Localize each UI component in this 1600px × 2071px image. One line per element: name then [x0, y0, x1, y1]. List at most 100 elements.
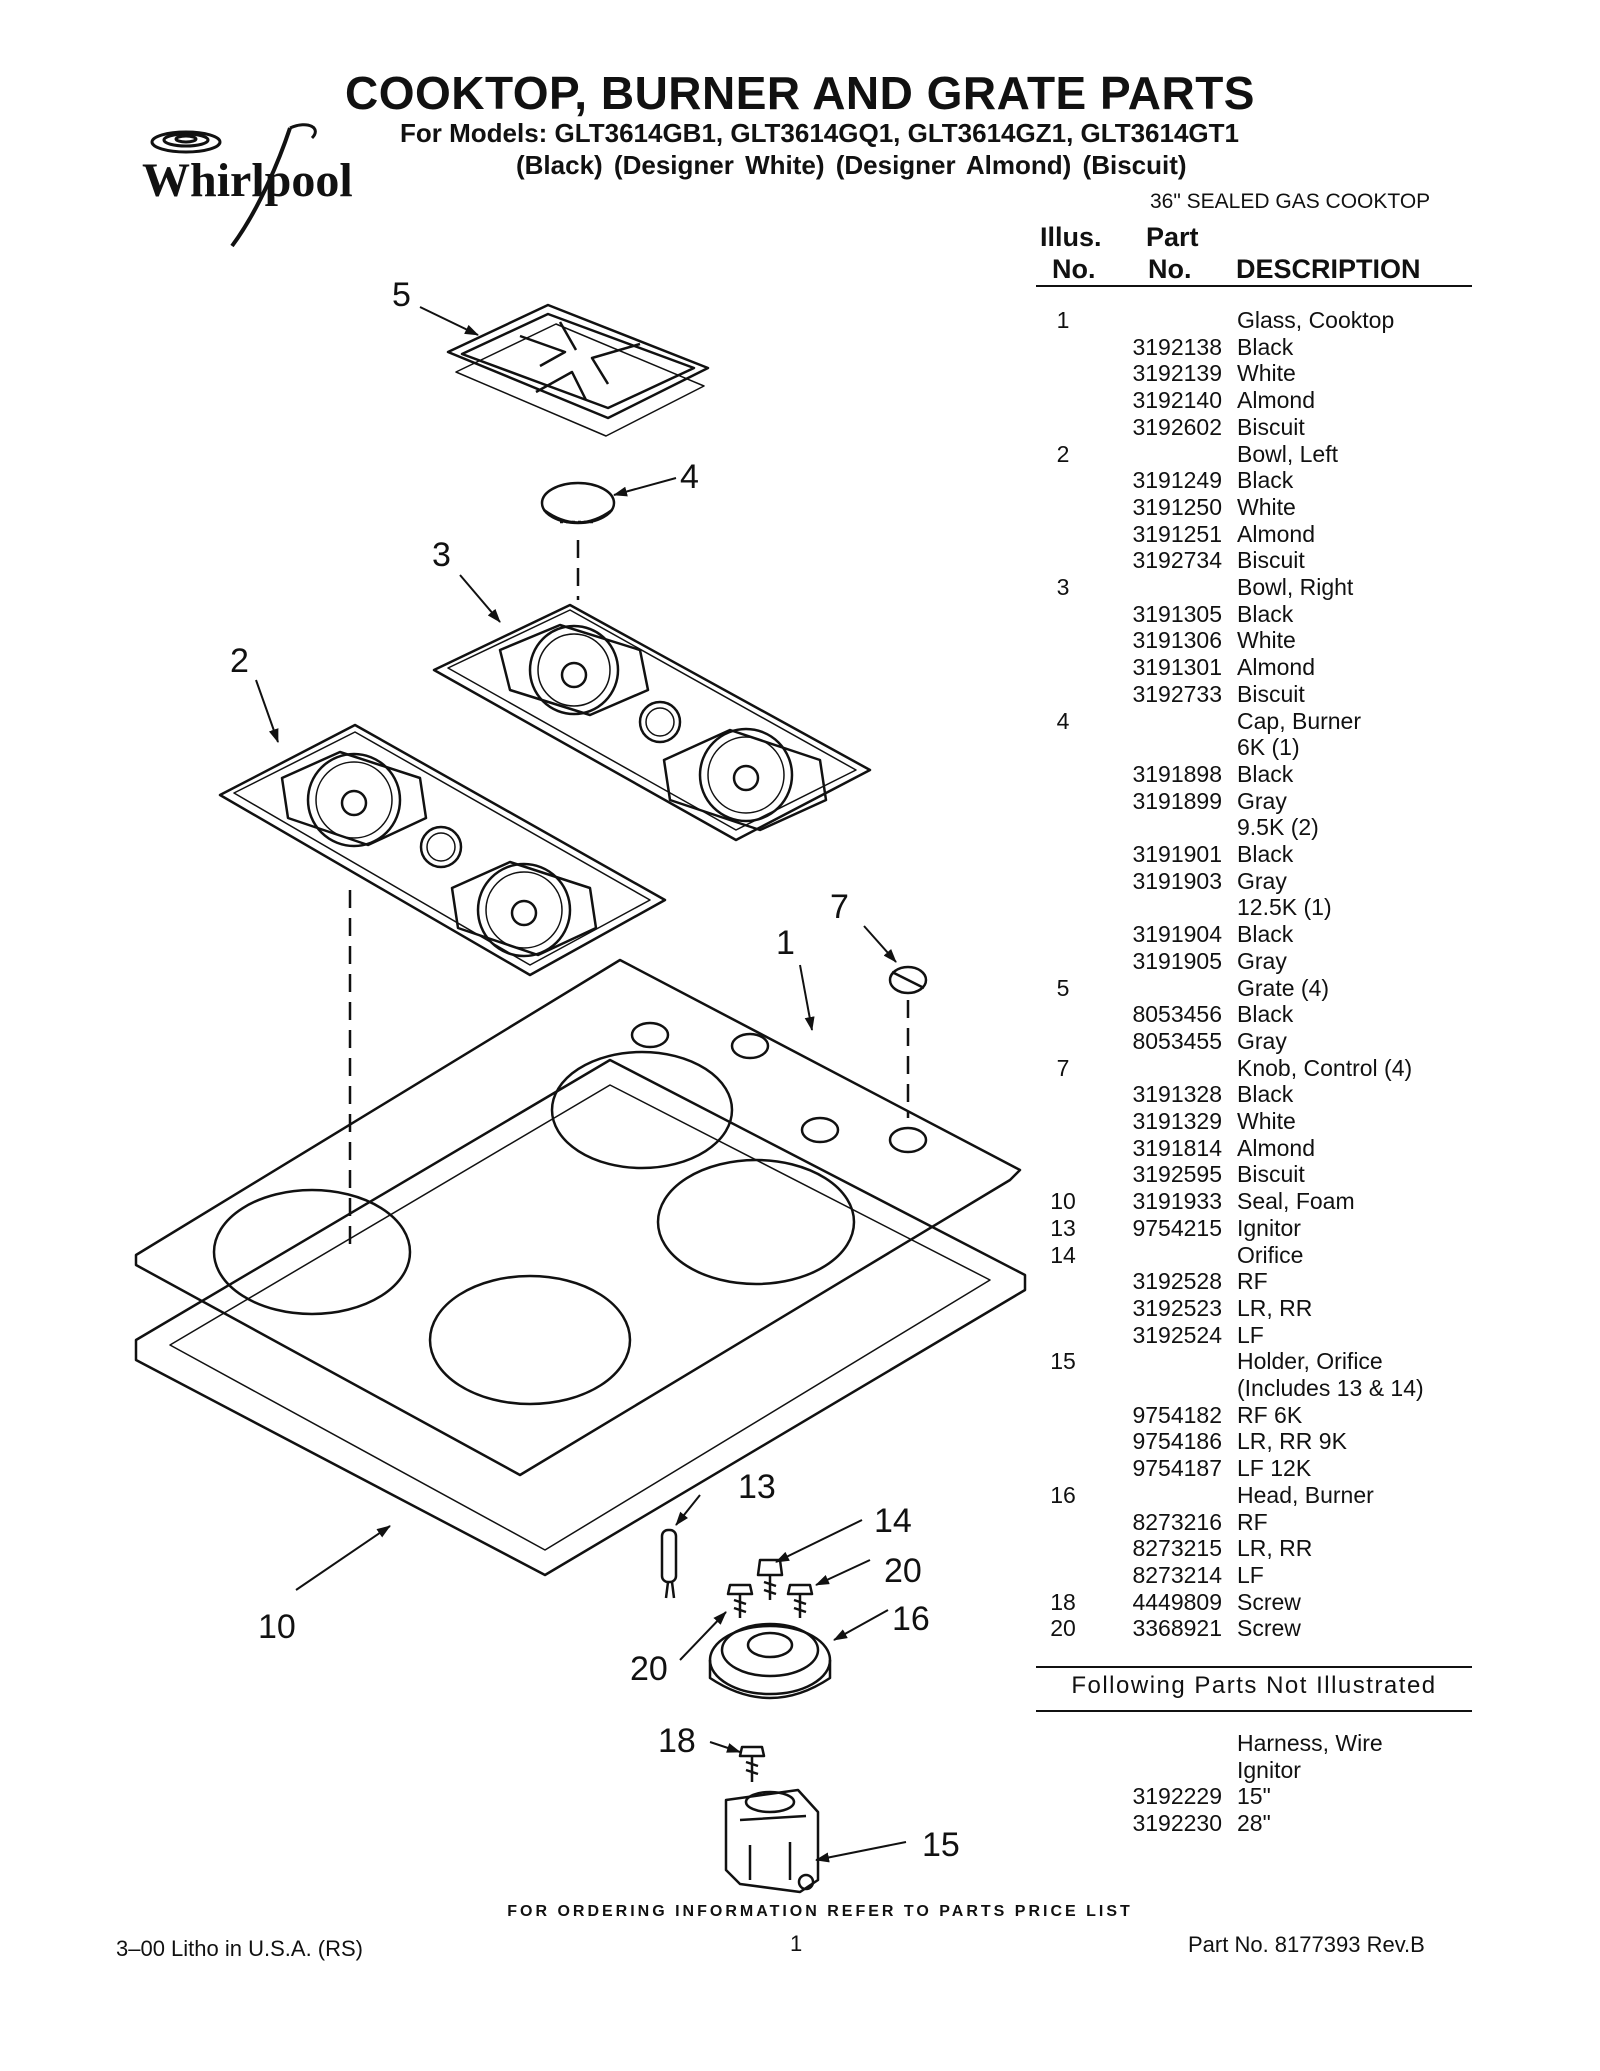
part-description: Gray — [1237, 947, 1287, 974]
illus-number — [1040, 948, 1086, 974]
part-number: 3192524 — [1132, 1321, 1222, 1348]
part-description: 12.5K (1) — [1237, 894, 1332, 921]
ignitor-drawing — [660, 1528, 678, 1599]
illus-number: 3 — [1056, 574, 1070, 600]
part-description: Glass, Cooktop — [1237, 307, 1395, 333]
illus-number — [1040, 921, 1086, 947]
illus-number: 15 — [1050, 1348, 1076, 1375]
part-number: 3192734 — [1132, 547, 1222, 574]
illus-number: 18 — [1050, 1588, 1076, 1615]
part-description: Black — [1237, 841, 1294, 867]
part-description: LF 12K — [1237, 1455, 1312, 1482]
part-number — [1122, 1242, 1222, 1268]
part-number: 3192595 — [1132, 1161, 1222, 1188]
finishes-line: (Black) (Designer White) (Designer Almon… — [516, 150, 1187, 180]
illus-number: 4 — [1056, 707, 1070, 734]
part-number — [1122, 894, 1222, 920]
part-description: 28" — [1237, 1810, 1271, 1837]
screw-18-drawing — [738, 1745, 766, 1782]
illus-number: 1 — [1056, 307, 1070, 333]
part-number — [1122, 1375, 1222, 1401]
product-line: 36" SEALED GAS COOKTOP — [1150, 190, 1431, 213]
illus-number — [1040, 1509, 1086, 1535]
illus-number — [1040, 814, 1086, 840]
part-description: White — [1237, 360, 1296, 387]
not-illustrated-title: Following Parts Not Illustrated — [1071, 1672, 1437, 1699]
part-number: 8273214 — [1132, 1561, 1222, 1588]
part-description: White — [1237, 493, 1296, 520]
callout-label: 18 — [658, 1722, 696, 1760]
part-number: 3191903 — [1132, 867, 1222, 894]
header-description: DESCRIPTION — [1236, 254, 1421, 284]
foam-seal-drawing — [134, 1058, 1027, 1577]
section-rule-bottom — [1036, 1710, 1472, 1712]
screws-drawing — [726, 1558, 814, 1618]
header-illus: Illus. — [1040, 222, 1102, 252]
part-number: 3191901 — [1132, 841, 1222, 867]
illus-number — [1040, 601, 1086, 627]
part-description: Screw — [1237, 1588, 1301, 1615]
part-number: 3191904 — [1132, 921, 1222, 948]
callout-label: 14 — [874, 1502, 912, 1540]
callout-label: 15 — [922, 1826, 960, 1864]
part-description: Gray — [1237, 787, 1287, 814]
illus-number: 7 — [1056, 1054, 1070, 1081]
part-number: 3191251 — [1132, 520, 1222, 547]
part-number: 3192230 — [1132, 1810, 1222, 1837]
illus-number — [1040, 1081, 1086, 1107]
part-number — [1122, 708, 1222, 734]
grate-drawing — [446, 303, 710, 437]
part-number: 3192139 — [1132, 360, 1222, 387]
part-description: Black — [1237, 1081, 1294, 1108]
part-number — [1122, 1757, 1222, 1783]
exploded-diagram: 5 4 3 2 7 1 13 14 20 16 10 20 18 15 — [134, 276, 1027, 1894]
left-bowl-drawing — [218, 723, 667, 1250]
part-description: Ignitor — [1237, 1214, 1301, 1241]
part-number — [1122, 814, 1222, 840]
callout-label: 4 — [680, 458, 699, 496]
part-number — [1122, 1055, 1222, 1081]
part-number — [1122, 1482, 1222, 1508]
part-description: Black — [1237, 760, 1294, 787]
part-number: 3192140 — [1132, 387, 1222, 414]
illus-number — [1040, 1268, 1086, 1294]
part-description: 6K (1) — [1237, 734, 1300, 761]
part-description: Bowl, Left — [1237, 440, 1338, 467]
part-description: RF 6K — [1237, 1401, 1303, 1428]
illus-number — [1040, 1562, 1086, 1588]
part-number: 3191306 — [1132, 627, 1222, 654]
part-number: 8273215 — [1132, 1535, 1222, 1562]
illus-number: 16 — [1050, 1481, 1076, 1508]
illus-number: 13 — [1050, 1214, 1076, 1241]
part-number: 3192229 — [1132, 1783, 1222, 1810]
part-number: 3191250 — [1132, 493, 1222, 520]
part-number — [1122, 441, 1222, 467]
header-part-no: No. — [1148, 254, 1192, 284]
part-number — [1122, 307, 1222, 333]
illus-number — [1040, 1135, 1086, 1161]
illus-number — [1040, 1535, 1086, 1561]
part-description: Ignitor — [1237, 1756, 1301, 1783]
right-bowl-drawing — [432, 603, 872, 842]
callout-label: 13 — [738, 1468, 776, 1506]
part-number: 9754186 — [1132, 1428, 1222, 1455]
illus-number — [1040, 1322, 1086, 1348]
illus-number — [1040, 467, 1086, 493]
burner-cap-drawing — [540, 481, 616, 600]
part-description: Bowl, Right — [1237, 574, 1354, 600]
part-number: 4449809 — [1132, 1588, 1222, 1615]
part-number: 3191328 — [1132, 1081, 1222, 1108]
illus-number: 20 — [1050, 1615, 1076, 1642]
part-number: 3191305 — [1132, 600, 1222, 627]
part-description: Holder, Orifice — [1237, 1348, 1383, 1375]
header-rule — [1036, 285, 1472, 287]
illus-number — [1040, 841, 1086, 867]
illus-number — [1040, 1402, 1086, 1428]
part-number: 8053456 — [1132, 1001, 1222, 1028]
part-description: Almond — [1237, 387, 1315, 414]
illus-number — [1040, 1455, 1086, 1481]
part-description: White — [1237, 627, 1296, 654]
callout-label: 16 — [892, 1600, 930, 1638]
callout-label: 2 — [230, 642, 249, 680]
part-description: Biscuit — [1237, 547, 1305, 574]
